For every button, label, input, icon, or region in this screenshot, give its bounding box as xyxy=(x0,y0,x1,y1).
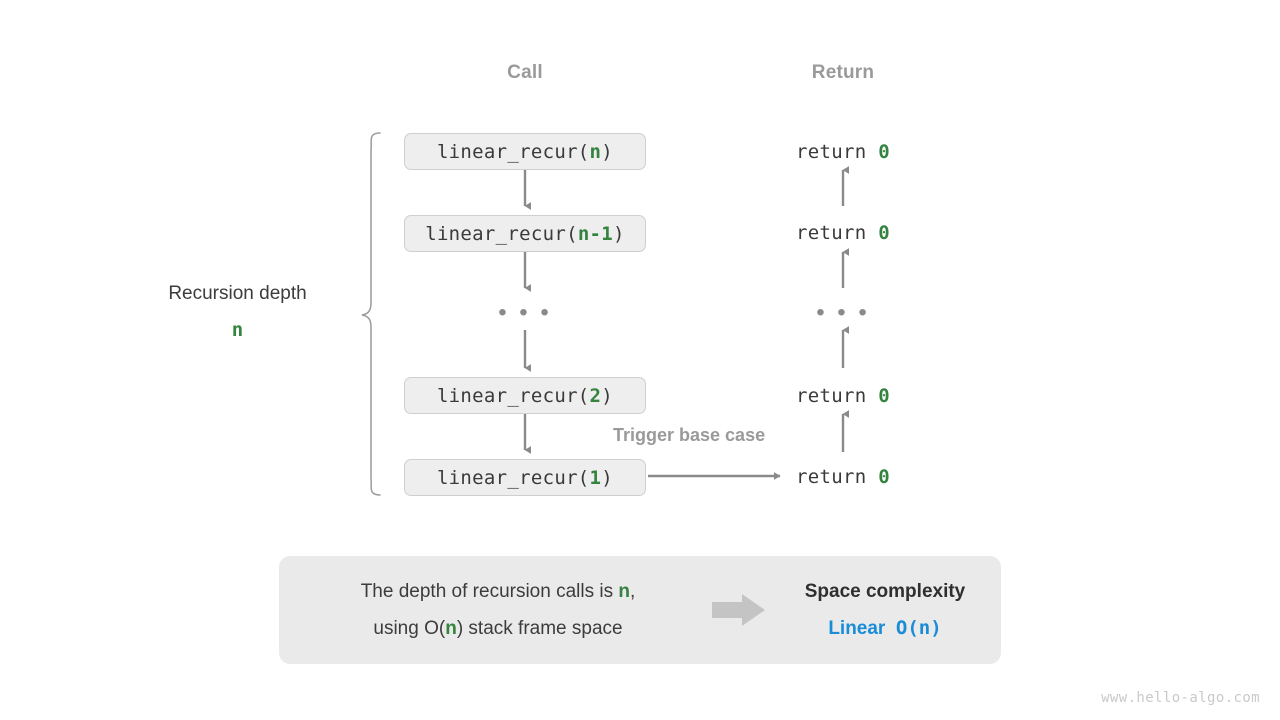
call-frame-suffix: ) xyxy=(601,140,614,163)
recursion-depth-annotation: Recursion depth n xyxy=(130,283,345,341)
return-statement: return 0 xyxy=(743,222,943,244)
summary-line2-a: using O( xyxy=(373,618,446,639)
call-frame-box[interactable]: linear_recur(n) xyxy=(404,133,646,170)
return-statement: return 0 xyxy=(743,141,943,163)
call-frame-arg: n-1 xyxy=(577,222,614,245)
summary-description: The depth of recursion calls is n, using… xyxy=(279,573,699,647)
summary-line1-a: The depth of recursion calls is xyxy=(360,581,619,602)
recursion-depth-title: Recursion depth xyxy=(168,283,307,304)
watermark-url: www.hello-algo.com xyxy=(1101,690,1260,706)
return-keyword: return xyxy=(796,385,879,407)
call-frame-suffix: ) xyxy=(613,222,625,245)
call-frame-box[interactable]: linear_recur(n-1) xyxy=(404,215,646,252)
call-frame-prefix: linear_recur( xyxy=(436,466,590,489)
return-value: 0 xyxy=(878,466,890,488)
complexity-title: Space complexity xyxy=(804,581,966,602)
call-frame-prefix: linear_recur( xyxy=(425,222,578,245)
return-keyword: return xyxy=(796,466,879,488)
return-value: 0 xyxy=(878,385,890,407)
summary-line1-b: , xyxy=(630,581,636,602)
call-frame-box[interactable]: linear_recur(1) xyxy=(404,459,646,496)
complexity-name: Linear xyxy=(828,618,886,639)
recursion-depth-value: n xyxy=(231,319,244,341)
return-statement: return 0 xyxy=(743,466,943,488)
return-keyword: return xyxy=(796,141,879,163)
trigger-base-case-label: Trigger base case xyxy=(613,425,766,445)
summary-panel: The depth of recursion calls is n, using… xyxy=(279,556,1001,664)
ellipsis-call-column: • • • xyxy=(498,299,552,326)
summary-line-1: The depth of recursion calls is n, xyxy=(297,573,699,610)
summary-conclusion: Space complexity Linear O(n) xyxy=(779,573,1001,647)
call-frame-suffix: ) xyxy=(601,384,614,407)
call-frame-prefix: linear_recur( xyxy=(436,384,590,407)
call-frame-arg: 2 xyxy=(589,384,602,407)
return-value: 0 xyxy=(878,222,890,244)
column-header-call: Call xyxy=(507,62,543,83)
return-value: 0 xyxy=(878,141,890,163)
summary-line2-b: ) stack frame space xyxy=(456,618,623,639)
complexity-value: Linear O(n) xyxy=(779,610,991,647)
complexity-notation: O(n) xyxy=(895,617,942,639)
return-keyword: return xyxy=(796,222,879,244)
column-header-return: Return xyxy=(811,62,875,83)
call-frame-box[interactable]: linear_recur(2) xyxy=(404,377,646,414)
return-statement: return 0 xyxy=(743,385,943,407)
call-frame-suffix: ) xyxy=(601,466,614,489)
call-frame-arg: 1 xyxy=(589,466,602,489)
call-frame-prefix: linear_recur( xyxy=(436,140,590,163)
summary-line-2: using O(n) stack frame space xyxy=(297,610,699,647)
summary-line2-variable: n xyxy=(445,618,457,639)
call-frame-arg: n xyxy=(589,140,602,163)
summary-arrow-icon xyxy=(699,593,779,627)
summary-line1-variable: n xyxy=(618,581,630,602)
ellipsis-return-column: • • • xyxy=(816,299,870,326)
